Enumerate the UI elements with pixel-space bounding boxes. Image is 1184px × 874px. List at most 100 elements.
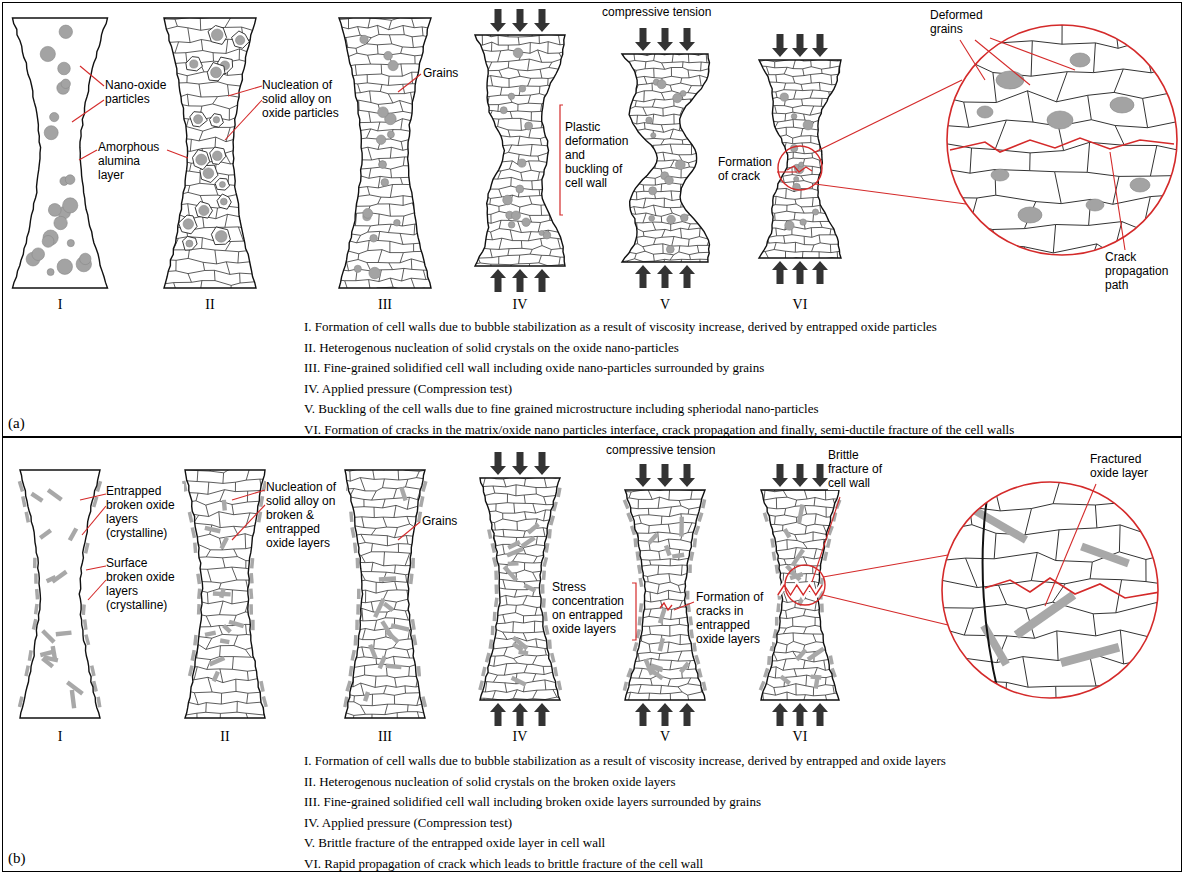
nucleated-grain [179,215,198,234]
surface-oxide-layer [347,681,350,691]
oxide-particle [219,182,225,188]
oxide-particle [54,216,67,229]
surface-oxide-layer [419,512,421,522]
oxide-layer-fragment [658,608,667,624]
callout-label: Grains [422,514,457,528]
oxide-particle [65,175,75,185]
surface-oxide-layer [760,681,764,690]
surface-oxide-layer [263,697,266,707]
step-number: V [645,729,685,745]
surface-oxide-layer [551,516,554,525]
oxide-layer-fragment [383,602,394,612]
pressure-arrow [490,269,506,292]
oxide-particle [387,131,394,138]
pressure-arrow [657,703,673,726]
oxide-particle [791,114,797,120]
crack-path [985,578,1160,598]
pressure-arrow [490,703,506,726]
surface-oxide-layer [638,617,642,626]
surface-oxide-layer [92,666,94,676]
pressure-arrow [657,265,673,288]
cell-wall-outline [13,18,108,288]
nucleated-grain [183,236,198,250]
surface-oxide-layer [35,589,39,599]
surface-oxide-layer [828,539,830,548]
step-description: I. Formation of cell walls due to bubble… [304,753,946,768]
oxide-layer-fragment [785,564,801,581]
nucleated-grain [208,26,227,45]
surface-oxide-layer [98,697,100,707]
surface-oxide-layer [192,650,194,660]
oxide-particle [57,259,72,274]
surface-oxide-layer [773,552,774,561]
callout-label: Deformed grains [930,8,1000,36]
surface-oxide-layer [34,573,38,583]
nucleated-grain [232,31,250,48]
surface-oxide-layer [491,626,495,635]
surface-oxide-layer [703,499,705,508]
surface-oxide-layer [192,528,194,538]
surface-oxide-layer [94,681,97,691]
pressure-arrow [635,464,651,487]
oxide-particle [522,218,530,226]
surface-oxide-layer [352,527,354,537]
step-description: IV. Applied pressure (Compression test) [304,381,512,396]
oxide-particle [673,94,682,103]
nucleated-grain [195,202,212,219]
oxide-particle [1047,111,1073,129]
oxide-layer-fragment [664,545,672,557]
oxide-layer-fragment [41,657,54,669]
surface-oxide-layer [496,598,497,607]
cell-wall-outline [339,18,431,288]
oxide-particle [379,161,387,169]
zoom-ground [947,25,1177,255]
panel-box: I. Formation of cell walls due to bubble… [2,2,1182,437]
oxide-particle [363,209,373,219]
nucleated-grain [215,178,230,190]
pressure-arrow [772,464,788,487]
oxide-layer-fragment [647,533,659,545]
oxide-particle [58,62,71,75]
nucleated-grain [210,114,224,128]
oxide-layer-fragment [222,624,232,634]
oxide-particle [508,93,514,99]
zoom-circle [778,146,822,190]
oxide-particle [666,245,674,253]
oxide-particle [1018,207,1042,223]
oxide-particle [378,107,389,118]
oxide-layer-fragment [386,664,402,670]
cell-wall-outline [345,470,425,718]
zoom-line [823,555,948,577]
oxide-particle [800,219,806,225]
oxide-layer-fragment [209,656,226,666]
pressure-arrow [657,464,673,487]
oxide-layer-fragment [807,647,825,662]
surface-oxide-layer [493,612,497,621]
oxide-layer-fragment [644,658,654,675]
oxide-particle [803,120,813,130]
oxide-particle [651,133,656,138]
surface-oxide-layer [480,681,482,690]
step-number: IV [500,729,540,745]
leader-line [398,522,420,540]
callout-label: Entrapped broken oxide layers (crystalli… [106,484,184,540]
oxide-particle [48,204,61,217]
oxide-layer-fragment [791,549,805,567]
surface-oxide-layer [345,697,347,707]
pressure-arrow [534,9,550,32]
surface-oxide-layer [639,603,643,612]
oxide-particle [190,60,198,68]
surface-oxide-layer [94,497,97,507]
surface-oxide-layer [249,589,253,599]
surface-oxide-layer [542,598,546,607]
pressure-arrow [792,464,808,487]
surface-oxide-layer [494,585,498,594]
surface-oxide-layer [703,682,705,691]
leader-line [398,74,421,92]
pressure-arrow [679,464,695,487]
oxide-particle [1070,53,1090,67]
callout-label: compressive tension [602,5,711,19]
nucleated-grain [217,194,231,209]
oxide-layer-fragment [30,492,43,503]
